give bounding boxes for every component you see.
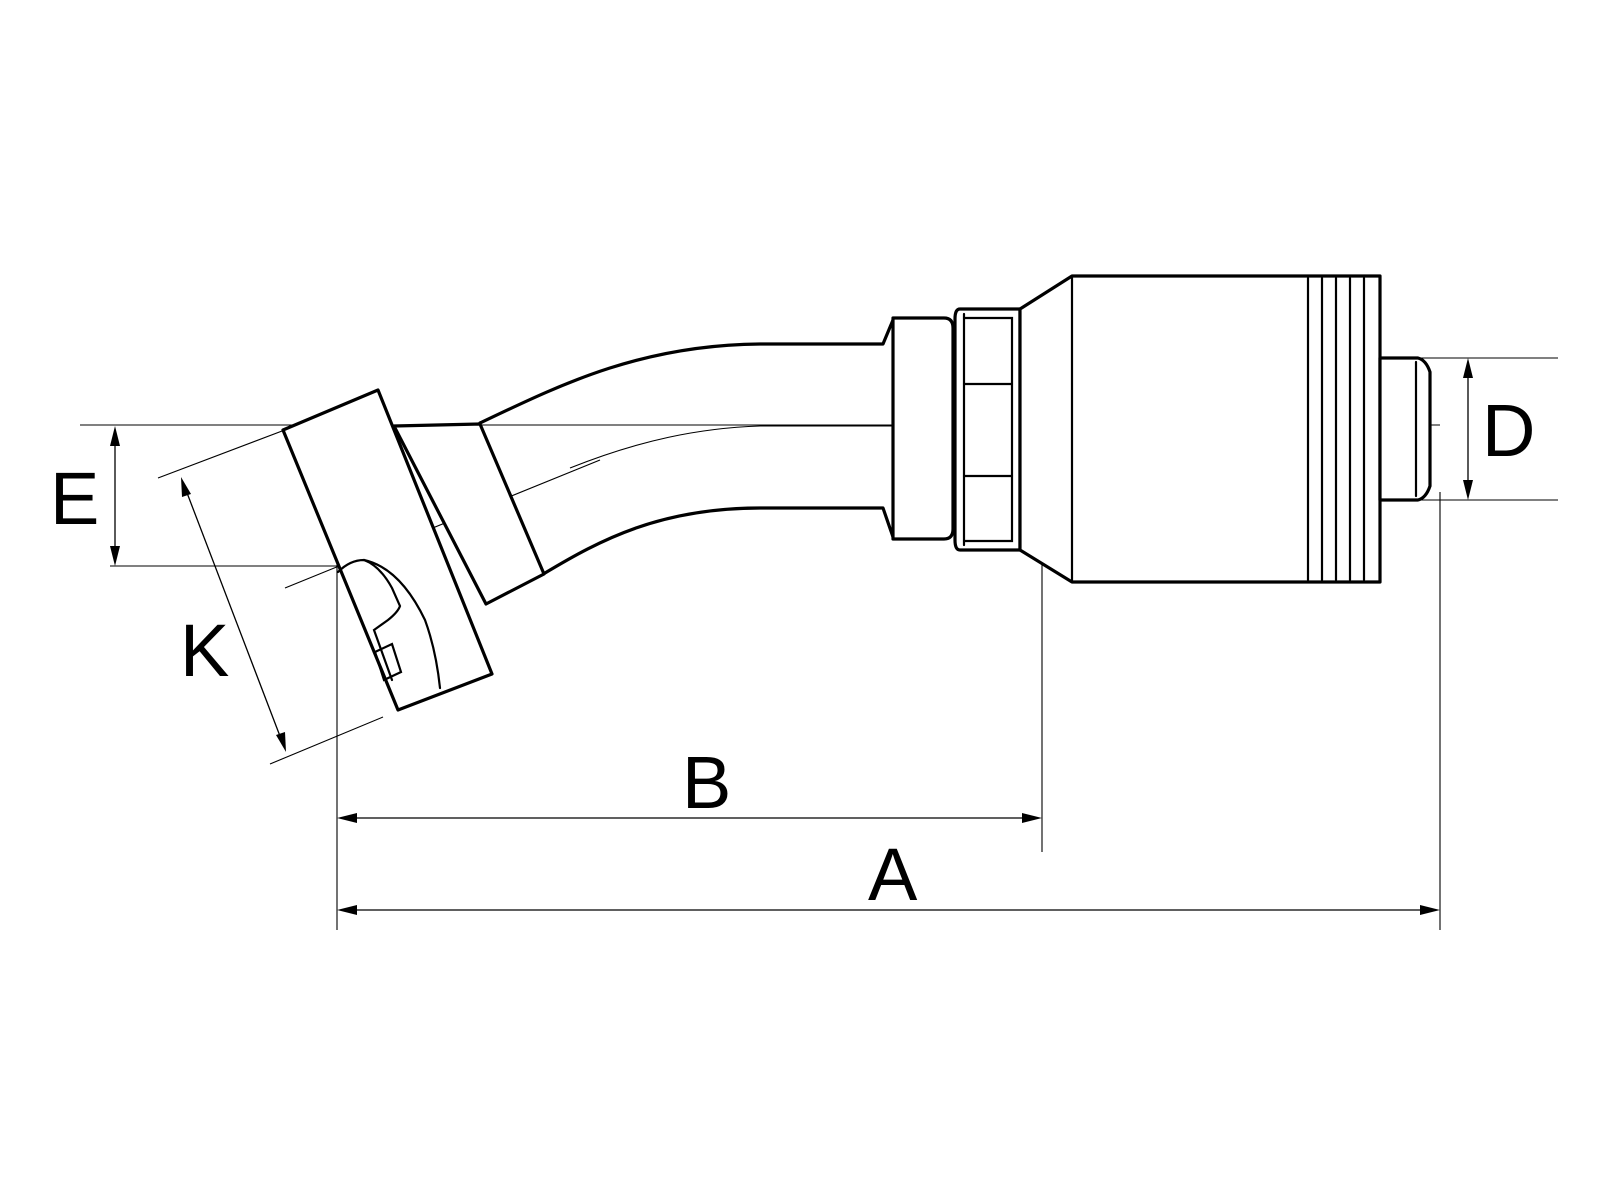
k-upper-extension [157,427,291,479]
flange-collar [891,316,955,541]
dimension-arrows [110,358,1473,915]
e-arrowhead-top [110,426,120,446]
label-b: B [682,741,731,824]
a-arrowhead-left [337,905,357,915]
d-arrowhead-top [1463,358,1473,378]
label-d: D [1482,389,1535,472]
hex-face [962,316,1014,543]
angled-connector-body [392,422,546,606]
tube-upper-edge [478,318,895,425]
k-lower-extension [269,716,384,765]
ferrule-body [1018,274,1382,584]
b-arrowhead-right [1022,813,1042,823]
k-arrowhead-top [181,477,191,497]
dimension-labels: E K B A D [50,389,1535,916]
fitting-body [281,274,1432,712]
a-arrowhead-right [1420,905,1440,915]
b-arrowhead-left [337,813,357,823]
tube-inner-curve [569,425,1010,469]
flange-clip-curve [362,558,442,690]
flange-clip-outline [336,558,402,682]
hose-stub [1378,356,1432,502]
e-arrowhead-bottom [110,546,120,566]
tube-lower-edge [543,506,895,575]
k-dimension-line [183,484,284,745]
label-a: A [868,833,918,916]
flange-clip-tab [373,642,403,682]
label-k: K [180,609,229,692]
hex-nut [953,307,1022,552]
angled-flange-plate [281,388,494,712]
label-e: E [50,457,99,540]
d-arrowhead-bottom [1463,480,1473,500]
k-arrowhead-bottom [276,732,286,752]
